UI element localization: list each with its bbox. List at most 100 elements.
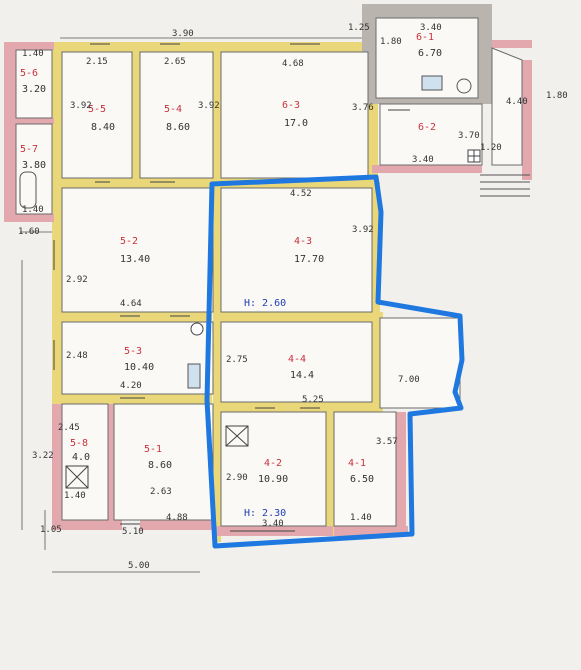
- room-4-2-code: 4-2: [264, 458, 282, 469]
- room-labels: 5-5 8.40 5-4 8.60 6-3 17.0 5-2 13.40 5-3…: [20, 32, 442, 485]
- dimension-label: 2.90: [226, 473, 248, 483]
- room-5-2-area: 13.40: [120, 254, 150, 265]
- room-5-5: [61, 51, 133, 179]
- room-4-3-code: 4-3: [294, 236, 312, 247]
- dimension-label: 3.57: [376, 437, 398, 447]
- room-5-3-area: 10.40: [124, 362, 154, 373]
- dimension-label: 7.00: [398, 375, 420, 385]
- room-4-4: [220, 321, 373, 403]
- highlight-outline: [204, 174, 465, 549]
- dimension-label: 4.64: [120, 299, 142, 309]
- dimension-label: 3.92: [198, 101, 220, 111]
- dimension-label: 1.80: [546, 91, 568, 101]
- room-5-2-code: 5-2: [120, 236, 138, 247]
- bathtub-icon: [19, 171, 37, 209]
- dimension-label: 3.92: [70, 101, 92, 111]
- dimension-label: 2.48: [66, 351, 88, 361]
- height-lower: H: 2.30: [244, 508, 286, 519]
- room-5-1-code: 5-1: [144, 444, 162, 455]
- height-upper: H: 2.60: [244, 298, 286, 309]
- room-5-8: [61, 403, 109, 521]
- dimension-label: 2.92: [66, 275, 88, 285]
- stove-icon: [187, 363, 201, 389]
- room-6-2-code: 6-2: [418, 122, 436, 133]
- room-6-3-area: 17.0: [284, 118, 308, 129]
- room-5-6-code: 5-6: [20, 68, 38, 79]
- room-6-3-code: 6-3: [282, 100, 300, 111]
- dimension-label: 4.88: [166, 513, 188, 523]
- room-5-2: [61, 187, 214, 313]
- dimension-label: 4.40: [506, 97, 528, 107]
- dimension-label: 1.20: [480, 143, 502, 153]
- room-5-7-code: 5-7: [20, 144, 38, 155]
- toilet-icon: [456, 78, 472, 94]
- room-veranda: [491, 47, 523, 166]
- dimension-label: 3.40: [262, 519, 284, 529]
- dimension-lines: [20, 37, 372, 573]
- sink-icon: [421, 75, 443, 91]
- room-5-8-code: 5-8: [70, 438, 88, 449]
- room-5-5-code: 5-5: [88, 104, 106, 115]
- room-5-4-code: 5-4: [164, 104, 182, 115]
- room-4-3-area: 17.70: [294, 254, 324, 265]
- dimension-label: 3.40: [420, 23, 442, 33]
- dimension-label: 2.65: [164, 57, 186, 67]
- room-5-6: [15, 49, 53, 119]
- room-5-7: [15, 123, 53, 215]
- dimension-label: 3.40: [412, 155, 434, 165]
- room-4-3: [220, 187, 373, 313]
- dimension-label: 1.40: [22, 205, 44, 215]
- dimension-label: 2.45: [58, 423, 80, 433]
- room-4-2-area: 10.90: [258, 474, 288, 485]
- dimension-label: 3.76: [352, 103, 374, 113]
- room-6-1-code: 6-1: [416, 32, 434, 43]
- room-5-5-area: 8.40: [91, 122, 115, 133]
- room-4-4-code: 4-4: [288, 354, 306, 365]
- openings: [53, 43, 410, 532]
- dimension-label: 5.25: [302, 395, 324, 405]
- rooms: [15, 17, 523, 527]
- room-4-1-code: 4-1: [348, 458, 366, 469]
- room-5-8-area: 4.0: [72, 452, 90, 463]
- room-5-4-area: 8.60: [166, 122, 190, 133]
- room-4-4-area: 14.4: [290, 370, 314, 381]
- dimension-label: 1.80: [380, 37, 402, 47]
- room-6-2: [379, 103, 483, 166]
- room-6-3: [220, 51, 369, 179]
- dimension-label: 5.10: [122, 527, 144, 537]
- dimension-label: 5.00: [128, 561, 150, 571]
- room-5-1: [113, 403, 214, 521]
- vent-shaft-icon: [65, 465, 89, 489]
- dimension-label: 1.40: [64, 491, 86, 501]
- room-4-1: [333, 411, 397, 527]
- room-4-1-area: 6.50: [350, 474, 374, 485]
- room-5-4: [139, 51, 214, 179]
- dimension-label: 4.20: [120, 381, 142, 391]
- dimension-label: 1.40: [350, 513, 372, 523]
- dimension-label: 4.68: [282, 59, 304, 69]
- boiler-icon: [190, 322, 204, 336]
- dimension-label: 1.25: [348, 23, 370, 33]
- dimension-labels: 3.90 2.15 2.65 4.68 1.25 3.40 1.40 1.40 …: [18, 23, 568, 571]
- vent-shaft-icon: [225, 425, 249, 447]
- dimension-label: 2.63: [150, 487, 172, 497]
- room-6-1-area: 6.70: [418, 48, 442, 59]
- dimension-label: 2.15: [86, 57, 108, 67]
- fixtures: [19, 75, 530, 489]
- height-labels: H: 2.60 H: 2.30: [244, 298, 286, 519]
- room-porch: [379, 317, 461, 409]
- dimension-label: 1.60: [18, 227, 40, 237]
- room-5-3-code: 5-3: [124, 346, 142, 357]
- dimension-label: 2.75: [226, 355, 248, 365]
- room-5-1-area: 8.60: [148, 460, 172, 471]
- dimension-label: 3.92: [352, 225, 374, 235]
- dimension-label: 3.90: [172, 29, 194, 39]
- dimension-label: 1.40: [22, 49, 44, 59]
- room-5-7-area: 3.80: [22, 160, 46, 171]
- dimension-label: 3.70: [458, 131, 480, 141]
- dimension-label: 4.52: [290, 189, 312, 199]
- dimension-label: 3.22: [32, 451, 54, 461]
- room-4-2: [220, 411, 327, 527]
- room-5-6-area: 3.20: [22, 84, 46, 95]
